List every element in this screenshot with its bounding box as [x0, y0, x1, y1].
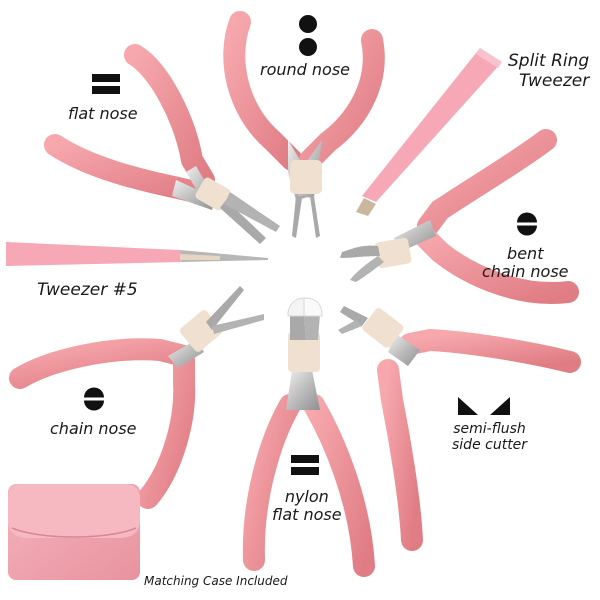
two-triangles-icon	[458, 397, 510, 415]
label-matching-case: Matching Case Included	[144, 574, 288, 588]
flat-nose-pliers	[44, 44, 280, 244]
label-tweezer-5: Tweezer #5	[37, 280, 138, 300]
double-bar-icon	[291, 455, 319, 475]
label-bent-chain-nose: bent chain nose	[482, 244, 569, 282]
label-round-nose: round nose	[260, 60, 350, 79]
half-split-circle-icon	[84, 387, 104, 411]
semi-flush-side-cutter-pliers	[338, 306, 581, 551]
label-chain-nose: chain nose	[50, 419, 137, 438]
label-split-ring-tweezer: Split Ring Tweezer	[508, 51, 590, 91]
label-flat-nose: flat nose	[68, 104, 138, 123]
split-ring-tweezer	[356, 48, 502, 216]
matching-case	[8, 484, 140, 580]
label-nylon-flat-nose: nylon flat nose	[272, 487, 342, 525]
half-split-circle-icon	[517, 212, 537, 236]
round-nose-pliers	[223, 11, 385, 238]
tweezer-5	[6, 242, 268, 266]
bent-chain-nose-pliers	[340, 129, 579, 304]
two-filled-circles-icon	[299, 15, 317, 56]
nylon-flat-nose-pliers	[242, 297, 375, 577]
double-bar-icon	[92, 74, 120, 94]
chain-nose-pliers	[9, 286, 264, 509]
label-semi-flush-side-cutter: semi-flush side cutter	[452, 421, 528, 454]
